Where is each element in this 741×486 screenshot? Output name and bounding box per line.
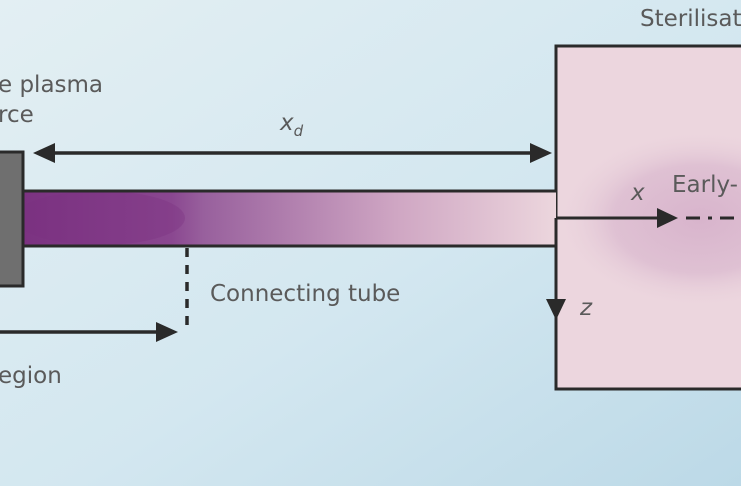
connecting-tube: [22, 191, 556, 246]
xd-arrow-left-head: [33, 143, 55, 163]
x-axis-head: [657, 208, 678, 228]
early-afterglow-label: Early-: [672, 172, 738, 198]
plasma-core-glow: [15, 191, 185, 245]
z-axis-label: z: [580, 295, 593, 321]
xd-arrow-right-head: [530, 143, 552, 163]
region-arrow-head: [156, 322, 178, 342]
connecting-tube-label: Connecting tube: [210, 281, 401, 307]
xd-label: xd: [280, 110, 303, 139]
plasma-source-label-line1: e plasma: [0, 72, 104, 98]
xd-label-subscript: d: [293, 122, 304, 140]
region-label: egion: [0, 363, 62, 389]
plasma-source-block: [0, 150, 25, 288]
z-axis-head: [546, 299, 566, 320]
sterilisation-label: Sterilisat: [640, 6, 741, 32]
xd-label-main: x: [280, 110, 294, 136]
x-axis-label: x: [631, 180, 645, 206]
plasma-source-label-line2: rce: [0, 102, 34, 128]
